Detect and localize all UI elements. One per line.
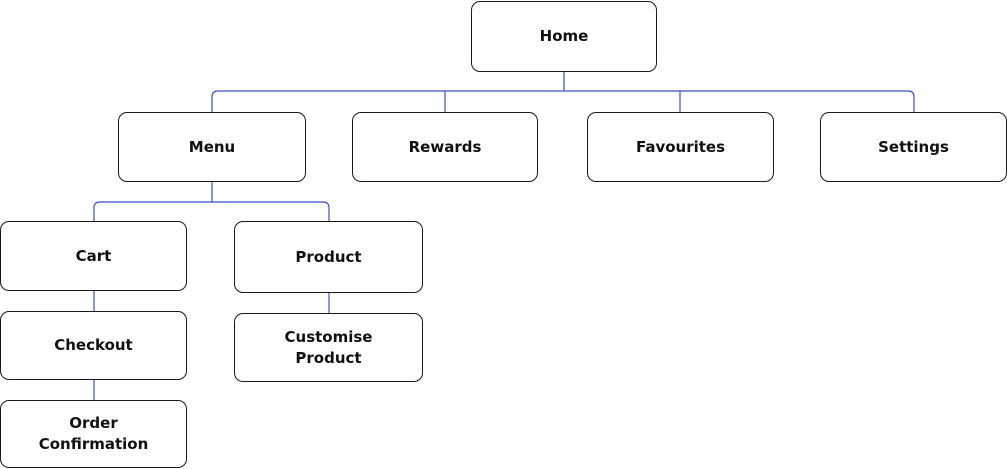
connector-menu-to-level2 xyxy=(93,181,330,221)
node-menu: Menu xyxy=(118,112,306,182)
node-checkout: Checkout xyxy=(0,311,187,380)
node-home: Home xyxy=(471,1,657,72)
node-product: Product xyxy=(234,221,423,293)
connector-home-to-level1 xyxy=(211,72,915,112)
node-favourites: Favourites xyxy=(587,112,774,182)
node-customise-product: Customise Product xyxy=(234,313,423,382)
node-rewards: Rewards xyxy=(352,112,538,182)
node-order-confirmation: Order Confirmation xyxy=(0,400,187,468)
node-cart: Cart xyxy=(0,221,187,291)
node-settings: Settings xyxy=(820,112,1007,182)
